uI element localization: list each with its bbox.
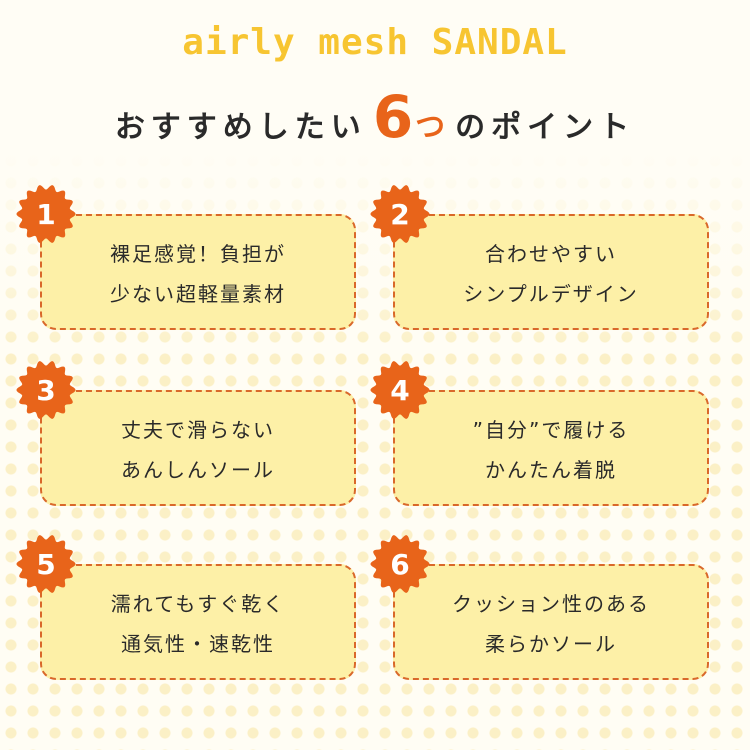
point-line-1: 裸足感覚！負担が bbox=[110, 242, 286, 266]
point-line-1: 濡れてもすぐ乾く bbox=[110, 592, 286, 616]
point-card-1: 裸足感覚！負担が 少ない超軽量素材 bbox=[40, 214, 356, 330]
number-badge-6: 6 bbox=[370, 534, 430, 594]
number-badge-3: 3 bbox=[16, 360, 76, 420]
point-card-2: 合わせやすい シンプルデザイン bbox=[393, 214, 709, 330]
point-card-6: クッション性のある 柔らかソール bbox=[393, 564, 709, 680]
scalloped-badge-icon bbox=[16, 535, 76, 593]
point-line-1: ”自分”で履ける bbox=[472, 418, 630, 442]
badge-number: 4 bbox=[390, 373, 410, 407]
point-card-4: ”自分”で履ける かんたん着脱 bbox=[393, 390, 709, 506]
subtitle-number: 6 bbox=[372, 83, 414, 151]
point-line-2: 少ない超軽量素材 bbox=[110, 282, 286, 306]
number-badge-5: 5 bbox=[16, 534, 76, 594]
point-card-5: 濡れてもすぐ乾く 通気性・速乾性 bbox=[40, 564, 356, 680]
number-badge-1: 1 bbox=[16, 184, 76, 244]
subtitle-pre: おすすめしたい bbox=[114, 110, 367, 145]
scalloped-badge-icon bbox=[370, 535, 430, 593]
badge-number: 2 bbox=[390, 197, 410, 231]
badge-number: 5 bbox=[36, 547, 56, 581]
scalloped-badge-icon bbox=[370, 185, 430, 243]
scalloped-badge-icon bbox=[16, 361, 76, 419]
brand-title: airly mesh SANDAL bbox=[182, 22, 568, 63]
point-line-1: 合わせやすい bbox=[485, 242, 617, 266]
point-line-2: あんしんソール bbox=[121, 458, 275, 482]
badge-number: 6 bbox=[390, 547, 410, 581]
point-line-1: 丈夫で滑らない bbox=[121, 418, 275, 442]
point-line-1: クッション性のある bbox=[452, 592, 650, 616]
scalloped-badge-icon bbox=[16, 185, 76, 243]
point-card-3: 丈夫で滑らない あんしんソール bbox=[40, 390, 356, 506]
point-line-2: 通気性・速乾性 bbox=[121, 632, 275, 656]
number-badge-4: 4 bbox=[370, 360, 430, 420]
point-line-2: 柔らかソール bbox=[485, 632, 617, 656]
page-subtitle: おすすめしたい 6 つ のポイント bbox=[0, 88, 750, 146]
point-line-2: かんたん着脱 bbox=[485, 458, 617, 482]
number-badge-2: 2 bbox=[370, 184, 430, 244]
badge-number: 3 bbox=[36, 373, 56, 407]
subtitle-tsu: つ bbox=[415, 110, 452, 145]
scalloped-badge-icon bbox=[370, 361, 430, 419]
badge-number: 1 bbox=[36, 197, 56, 231]
point-line-2: シンプルデザイン bbox=[463, 282, 639, 306]
subtitle-post: のポイント bbox=[455, 110, 636, 145]
